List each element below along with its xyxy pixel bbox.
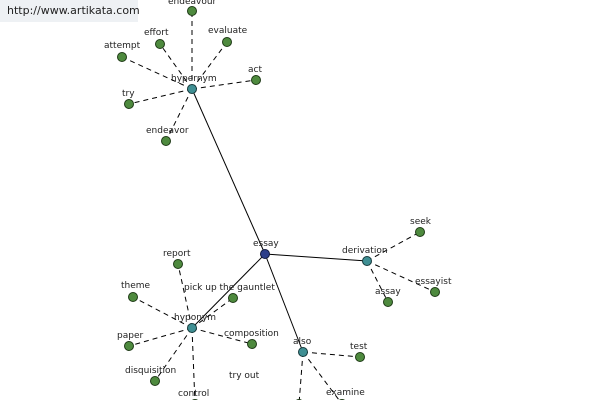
word-node-pick-up-the-gauntlet[interactable] [228,293,238,303]
word-label-seek[interactable]: seek [410,217,432,227]
edge-hyponym-to-theme [132,296,193,329]
relation-node-hyponym[interactable] [187,323,197,333]
edge-derivation-to-essayist [366,260,436,293]
edge-hypernym-to-endeavor [165,88,193,142]
word-node-essayist[interactable] [430,287,440,297]
word-label-endeavour[interactable]: endeavour [168,0,217,7]
graph-nodes: endeavour effort evaluate attempt act try ende… [104,0,452,400]
word-node-disquisition[interactable] [150,376,160,386]
word-label-attempt[interactable]: attempt [104,41,141,51]
edge-essay-to-hyponym [191,253,266,329]
source-url-banner[interactable]: http://www.artikata.com [0,0,140,22]
relation-label-hyponym[interactable]: hyponym [174,313,216,323]
edge-hypernym-to-effort [159,43,193,90]
word-label-report[interactable]: report [163,249,191,259]
word-node-composition[interactable] [247,339,257,349]
relation-node-hypernym[interactable] [187,84,197,94]
relation-label-hypernym[interactable]: hypernym [171,74,217,84]
edge-also-to-examine [302,351,340,400]
word-label-composition[interactable]: composition [224,329,279,339]
edge-hyponym-to-disquisition [154,327,193,382]
word-label-pick-up-the-gauntlet[interactable]: pick up the gauntlet [184,283,275,293]
word-node-endeavour[interactable] [187,6,197,16]
word-node-report[interactable] [173,259,183,269]
word-node-evaluate[interactable] [222,37,232,47]
word-label-try[interactable]: try [122,89,135,99]
edge-essay-to-hypernym [191,88,266,255]
word-node-paper[interactable] [124,341,134,351]
word-label-evaluate[interactable]: evaluate [208,26,248,36]
edge-hyponym-to-composition [191,327,253,345]
center-node-essay[interactable] [260,249,270,259]
edge-essay-to-also [264,253,304,353]
edge-hypernym-to-attempt [121,56,193,90]
word-node-endeavor[interactable] [161,136,171,146]
edge-hyponym-to-control [191,327,196,400]
edge-hypernym-to-try [128,88,193,105]
word-label-test[interactable]: test [350,342,368,352]
edge-derivation-to-assay [366,260,389,303]
word-node-act[interactable] [251,75,261,85]
edge-essay-to-derivation [264,253,368,262]
word-node-seek[interactable] [415,227,425,237]
word-node-try[interactable] [124,99,134,109]
center-label-essay[interactable]: essay [253,239,279,249]
word-label-essayist[interactable]: essayist [415,277,452,287]
edge-hyponym-to-paper [128,327,193,347]
word-label-assay[interactable]: assay [375,287,401,297]
relation-label-derivation[interactable]: derivation [342,246,388,256]
word-label-control[interactable]: control [178,389,209,399]
word-label-act[interactable]: act [248,65,262,75]
graph-edges [121,11,436,400]
word-node-attempt[interactable] [117,52,127,62]
relation-node-derivation[interactable] [362,256,372,266]
edge-also-to-try-out [298,351,304,400]
word-node-effort[interactable] [155,39,165,49]
word-label-effort[interactable]: effort [144,28,169,38]
relation-node-also[interactable] [298,347,308,357]
word-node-assay[interactable] [383,297,393,307]
word-label-disquisition[interactable]: disquisition [125,366,176,376]
edge-hypernym-to-evaluate [191,41,228,90]
edge-hypernym-to-act [191,79,257,90]
word-label-endeavor[interactable]: endeavor [146,126,189,136]
word-label-theme[interactable]: theme [121,281,151,291]
word-node-test[interactable] [355,352,365,362]
edge-hyponym-to-report [177,263,193,329]
edge-also-to-test [302,351,361,358]
relation-label-also[interactable]: also [293,337,312,347]
edge-derivation-to-seek [366,231,421,262]
word-node-theme[interactable] [128,292,138,302]
word-label-paper[interactable]: paper [117,331,143,341]
word-label-examine[interactable]: examine [326,388,365,398]
word-label-try-out[interactable]: try out [229,371,260,381]
